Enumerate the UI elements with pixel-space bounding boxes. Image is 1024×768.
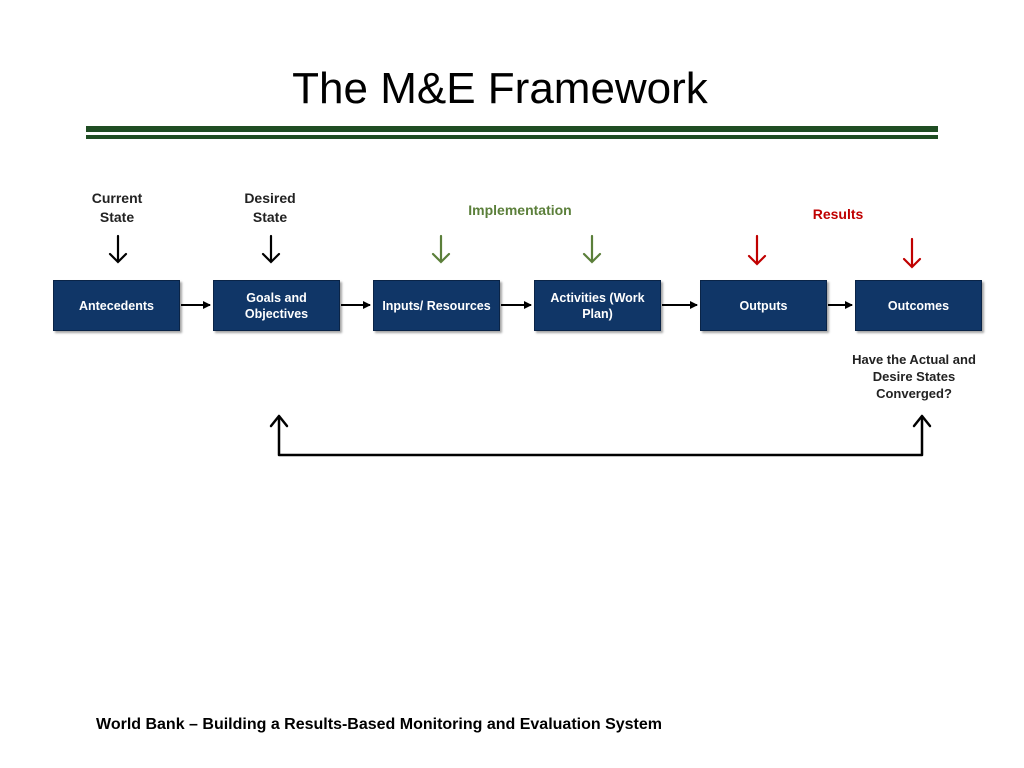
slide-title: The M&E Framework	[292, 64, 708, 113]
down-arrow-outputs	[747, 234, 767, 266]
footer-source: World Bank – Building a Results-Based Mo…	[96, 716, 663, 733]
implementation-label: Implementation	[468, 202, 572, 218]
down-arrow-desired-state	[261, 234, 281, 264]
convergence-question: Have the Actual and Desire States Conver…	[852, 352, 976, 401]
feedback-loop	[269, 414, 932, 457]
down-arrow-activities	[582, 234, 602, 264]
down-arrow-inputs	[431, 234, 451, 264]
down-arrow-current-state	[108, 234, 128, 264]
box-outcomes: Outcomes	[855, 280, 982, 331]
box-inputs-resources: Inputs/ Resources	[373, 280, 500, 331]
results-label: Results	[812, 206, 864, 222]
box-outputs: Outputs	[700, 280, 827, 331]
box-goals-objectives: Goals and Objectives	[213, 280, 340, 331]
current-state-label: Current State	[91, 190, 143, 225]
title-rule-thick	[86, 126, 938, 132]
box-activities: Activities (Work Plan)	[534, 280, 661, 331]
desired-state-label: Desired State	[244, 190, 296, 225]
box-antecedents: Antecedents	[53, 280, 180, 331]
down-arrow-outcomes	[902, 237, 922, 269]
title-rule-thin	[86, 135, 938, 139]
